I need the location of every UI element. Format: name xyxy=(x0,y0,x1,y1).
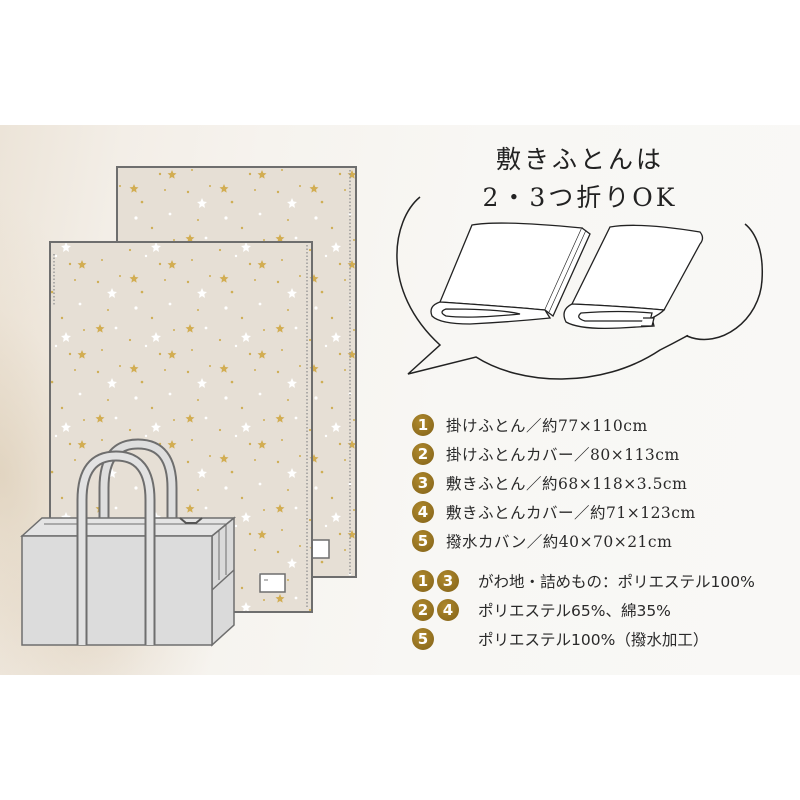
material-text: ポリエステル100%（撥水加工） xyxy=(478,630,709,649)
spec-row: 4 敷きふとんカバー／約71×123cm xyxy=(412,497,696,526)
spec-row: 3 敷きふとん／約68×118×3.5cm xyxy=(412,468,696,497)
spec-row: 2 掛けふとんカバー／80×113cm xyxy=(412,439,696,468)
number-badge: 1 xyxy=(412,413,434,436)
number-badge: 5 xyxy=(412,627,434,650)
storage-bag xyxy=(20,438,237,647)
number-badge: 4 xyxy=(437,598,459,621)
spec-text: 撥水カバン／約40×70×21cm xyxy=(446,532,673,551)
number-badge: 2 xyxy=(412,598,434,621)
number-badge: 5 xyxy=(412,529,434,552)
material-list: 1 3 がわ地・詰めもの：ポリエステル100% 2 4 ポリエステル65%、綿3… xyxy=(412,566,755,653)
headline-line-1: 敷きふとんは xyxy=(495,145,664,174)
material-row: 5 ポリエステル100%（撥水加工） xyxy=(412,624,755,653)
highlighted-text: 2・3つ折りOK xyxy=(479,178,682,214)
number-badge: 3 xyxy=(437,569,459,592)
material-row: 2 4 ポリエステル65%、綿35% xyxy=(412,595,755,624)
number-badge: 3 xyxy=(412,471,434,494)
material-text: ポリエステル65%、綿35% xyxy=(478,601,671,620)
spec-text: 掛けふとん／約77×110cm xyxy=(446,416,648,435)
material-text: がわ地・詰めもの：ポリエステル100% xyxy=(478,572,755,591)
headline-line-2: 2・3つ折りOK xyxy=(430,178,730,214)
size-spec-list: 1 掛けふとん／約77×110cm 2 掛けふとんカバー／80×113cm 3 … xyxy=(412,410,696,555)
number-badge: 1 xyxy=(412,569,434,592)
spec-text: 敷きふとん／約68×118×3.5cm xyxy=(446,474,688,493)
spec-row: 5 撥水カバン／約40×70×21cm xyxy=(412,526,696,555)
number-badge: 2 xyxy=(412,442,434,465)
speech-bubble xyxy=(396,196,764,380)
spec-row: 1 掛けふとん／約77×110cm xyxy=(412,410,696,439)
number-badge: 4 xyxy=(412,500,434,523)
two-fold-futon-icon xyxy=(430,222,591,325)
spec-text: 掛けふとんカバー／80×113cm xyxy=(446,445,680,464)
three-fold-futon-icon xyxy=(563,224,704,330)
material-row: 1 3 がわ地・詰めもの：ポリエステル100% xyxy=(412,566,755,595)
spec-text: 敷きふとんカバー／約71×123cm xyxy=(446,503,696,522)
